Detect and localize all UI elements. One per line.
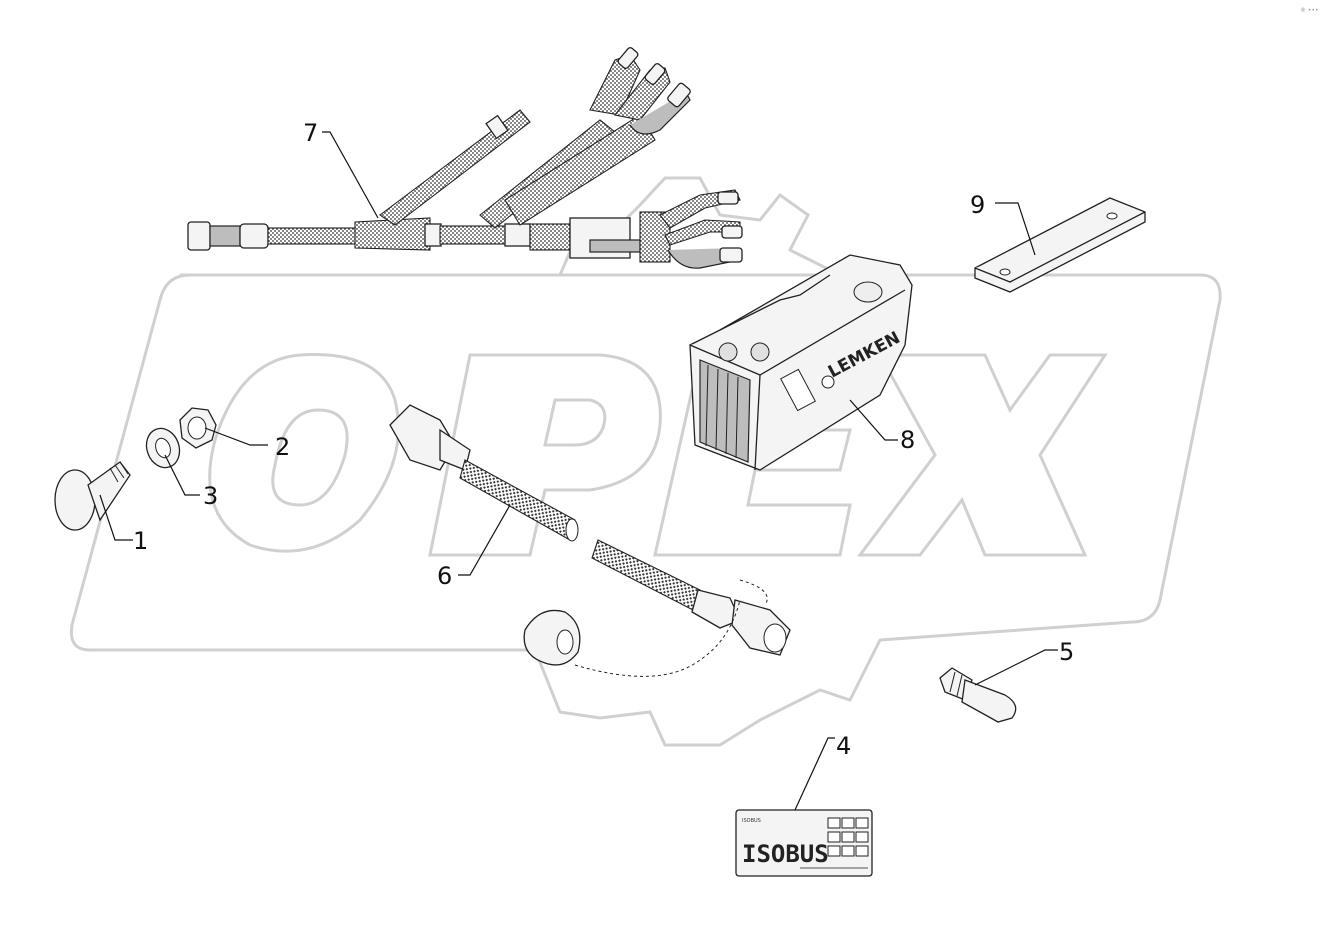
cable-assembly [389,404,791,677]
callout-8: 8 [900,426,915,454]
washer [145,427,181,469]
control-box: LEMKEN [689,254,913,471]
isobus-brand: ISOBUS [742,840,829,868]
terminating-plug [939,667,1017,723]
mounting-plate [974,197,1146,293]
hex-nut [179,407,217,449]
callout-7: 7 [303,119,318,147]
watermark-letter-p [428,353,662,557]
corner-mark: ® ••• [1300,7,1319,14]
isobus-label: ISOBUS ISOBUS [735,809,873,877]
callout-1: 1 [133,527,148,555]
callout-9: 9 [970,191,985,219]
svg-text:ISOBUS: ISOBUS [742,818,761,824]
watermark-letter-x [857,353,1108,557]
watermark-letter-o [208,353,400,553]
callout-4: 4 [836,732,851,760]
callout-6: 6 [437,562,452,590]
carriage-bolt [54,461,131,531]
wiring-harness [187,47,743,269]
callouts: 1 2 3 4 5 6 7 8 9 [133,119,1074,760]
leader-lines [99,131,1058,811]
callout-5: 5 [1059,638,1074,666]
callout-2: 2 [275,433,290,461]
callout-3: 3 [203,482,218,510]
